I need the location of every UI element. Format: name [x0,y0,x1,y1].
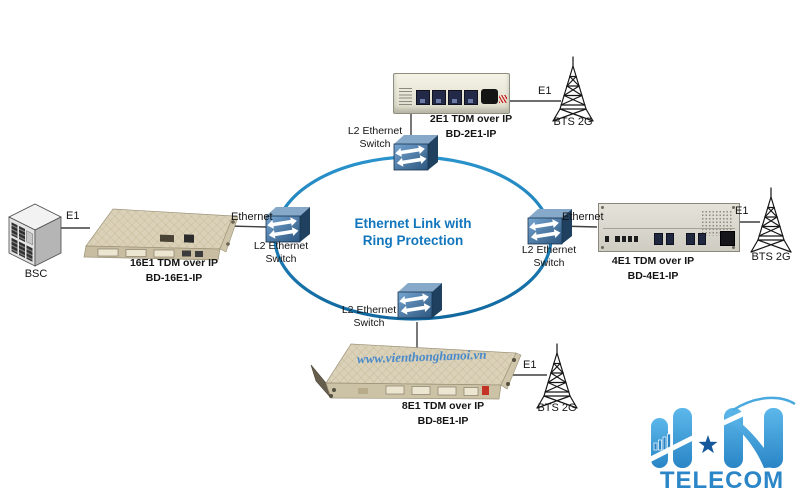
switch-label-left: L2 Ethernet Switch [253,240,309,266]
rj45-port [464,90,478,105]
screw [601,206,604,209]
device-8e1-image [310,343,522,400]
logo-star-icon [698,435,718,454]
bts-tower-right-icon [750,187,792,253]
device-4e1-model: BD-4E1-IP [627,270,679,283]
link-label-top-e1: E1 [538,85,552,97]
screw [732,246,735,249]
device-2e1-label: 2E1 TDM over IP BD-2E1-IP [415,113,527,141]
ring-label-line1: Ethernet Link with [354,216,472,231]
device-2e1-ports [416,90,478,105]
rj45-port [686,232,695,245]
bts-bottom-label: BTS 2G [537,402,577,414]
port [621,235,626,242]
port [627,235,633,242]
rj45-port [697,232,707,245]
bts-tower-bottom-icon [536,343,578,409]
power-module [720,231,735,246]
switch-label-right: L2 Ethernet Switch [521,244,577,270]
device-4e1-name: 4E1 TDM over IP [611,255,695,267]
rj45-port [665,232,675,245]
bts-right-label: BTS 2G [751,251,791,263]
device-2e1-image [393,73,510,114]
device-16e1-image [83,208,239,261]
link-label-bottom-e1: E1 [523,359,537,371]
device-4e1-ports [603,228,735,248]
rj45-port [448,90,462,105]
switch-label-bottom: L2 Ethernet Switch [341,304,397,330]
bsc-label: BSC [24,268,48,280]
device-2e1-name: 2E1 TDM over IP [429,113,513,125]
device-2e1-label-block [399,88,412,105]
bts-top-label: BTS 2G [553,116,593,128]
device-8e1-name: 8E1 TDM over IP [401,400,485,412]
device-8e1-label: 8E1 TDM over IP BD-8E1-IP [387,400,499,428]
logo-swoosh [639,389,798,467]
device-8e1-model: BD-8E1-IP [417,415,469,428]
link-label-left-ethernet: Ethernet [231,211,273,223]
logo-telecom-text: TELECOM [659,467,785,494]
screw [732,206,735,209]
rj45-port [416,90,430,105]
link-label-bsc-e1: E1 [66,210,80,222]
ring-label: Ethernet Link with Ring Protection [347,216,479,250]
link-label-right-ethernet: Ethernet [562,211,604,223]
screw [601,246,604,249]
ring-label-line2: Ring Protection [362,232,464,248]
port [634,235,639,242]
device-4e1-label: 4E1 TDM over IP BD-4E1-IP [597,255,709,283]
rj45-port [654,232,663,245]
device-4e1-image [598,203,740,252]
link-label-right-e1: E1 [735,205,749,217]
device-16e1-label: 16E1 TDM over IP BD-16E1-IP [118,257,230,285]
power-inlet [481,89,498,104]
device-16e1-name: 16E1 TDM over IP [129,257,219,269]
l2-switch-left-icon [265,206,311,243]
l2-switch-bottom-icon [397,282,443,319]
port [605,235,610,242]
device-2e1-model: BD-2E1-IP [445,128,497,141]
rj45-port [432,90,446,105]
device-16e1-model: BD-16E1-IP [145,272,203,285]
port [615,235,620,242]
hn-telecom-logo-mark [639,389,798,468]
switch-label-top: L2 Ethernet Switch [347,125,403,151]
bsc-node-icon [8,203,62,267]
vendor-logo-icon [499,95,507,103]
bts-tower-top-icon [552,56,594,122]
